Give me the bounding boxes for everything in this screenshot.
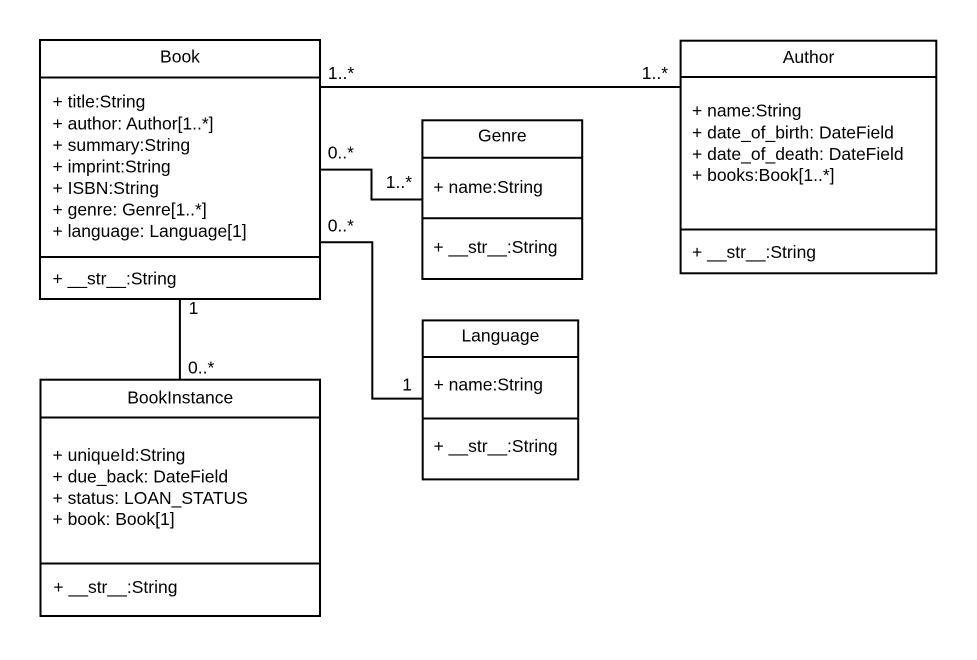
svg-text:1..*: 1..* [642, 63, 668, 83]
svg-text:+ date_of_death: DateField: + date_of_death: DateField [692, 144, 904, 165]
svg-text:+ name:String: + name:String [692, 101, 801, 121]
svg-text:+ status: LOAN_STATUS: + status: LOAN_STATUS [53, 488, 248, 509]
svg-text:Language: Language [461, 325, 539, 345]
svg-text:Book: Book [160, 47, 200, 67]
svg-text:+ __str__:String: + __str__:String [433, 237, 557, 258]
svg-text:+ name:String: + name:String [434, 375, 543, 395]
svg-text:0..*: 0..* [328, 143, 354, 163]
svg-text:+ author: Author[1..*]: + author: Author[1..*] [53, 113, 214, 133]
svg-text:+ imprint:String: + imprint:String [53, 156, 171, 176]
svg-text:0..*: 0..* [328, 215, 354, 235]
svg-text:+ books:Book[1..*]: + books:Book[1..*] [692, 165, 835, 185]
svg-text:+ language: Language[1]: + language: Language[1] [53, 221, 247, 241]
svg-text:1: 1 [402, 375, 412, 395]
svg-text:+ __str__:String: + __str__:String [53, 268, 177, 289]
svg-text:+ __str__:String: + __str__:String [434, 436, 558, 457]
svg-text:+ due_back: DateField: + due_back: DateField [53, 466, 229, 487]
svg-text:+ ISBN:String: + ISBN:String [53, 178, 160, 198]
svg-text:0..*: 0..* [188, 357, 214, 377]
svg-text:+ summary:String: + summary:String [53, 135, 191, 155]
svg-text:Genre: Genre [478, 125, 527, 145]
svg-text:+ genre: Genre[1..*]: + genre: Genre[1..*] [53, 200, 207, 220]
svg-text:+ title:String: + title:String [53, 92, 146, 112]
svg-text:1..*: 1..* [386, 172, 412, 192]
svg-text:+ book: Book[1]: + book: Book[1] [53, 509, 175, 529]
svg-text:+ __str__:String: + __str__:String [53, 577, 177, 598]
svg-text:+ __str__:String: + __str__:String [692, 242, 816, 263]
svg-text:+ name:String: + name:String [433, 177, 542, 197]
svg-text:1..*: 1..* [328, 63, 354, 83]
svg-text:Author: Author [783, 47, 835, 67]
svg-text:BookInstance: BookInstance [127, 387, 233, 407]
svg-text:1: 1 [189, 298, 199, 318]
svg-text:+ uniqueId:String: + uniqueId:String [53, 445, 186, 465]
svg-text:+ date_of_birth: DateField: + date_of_birth: DateField [692, 122, 894, 143]
